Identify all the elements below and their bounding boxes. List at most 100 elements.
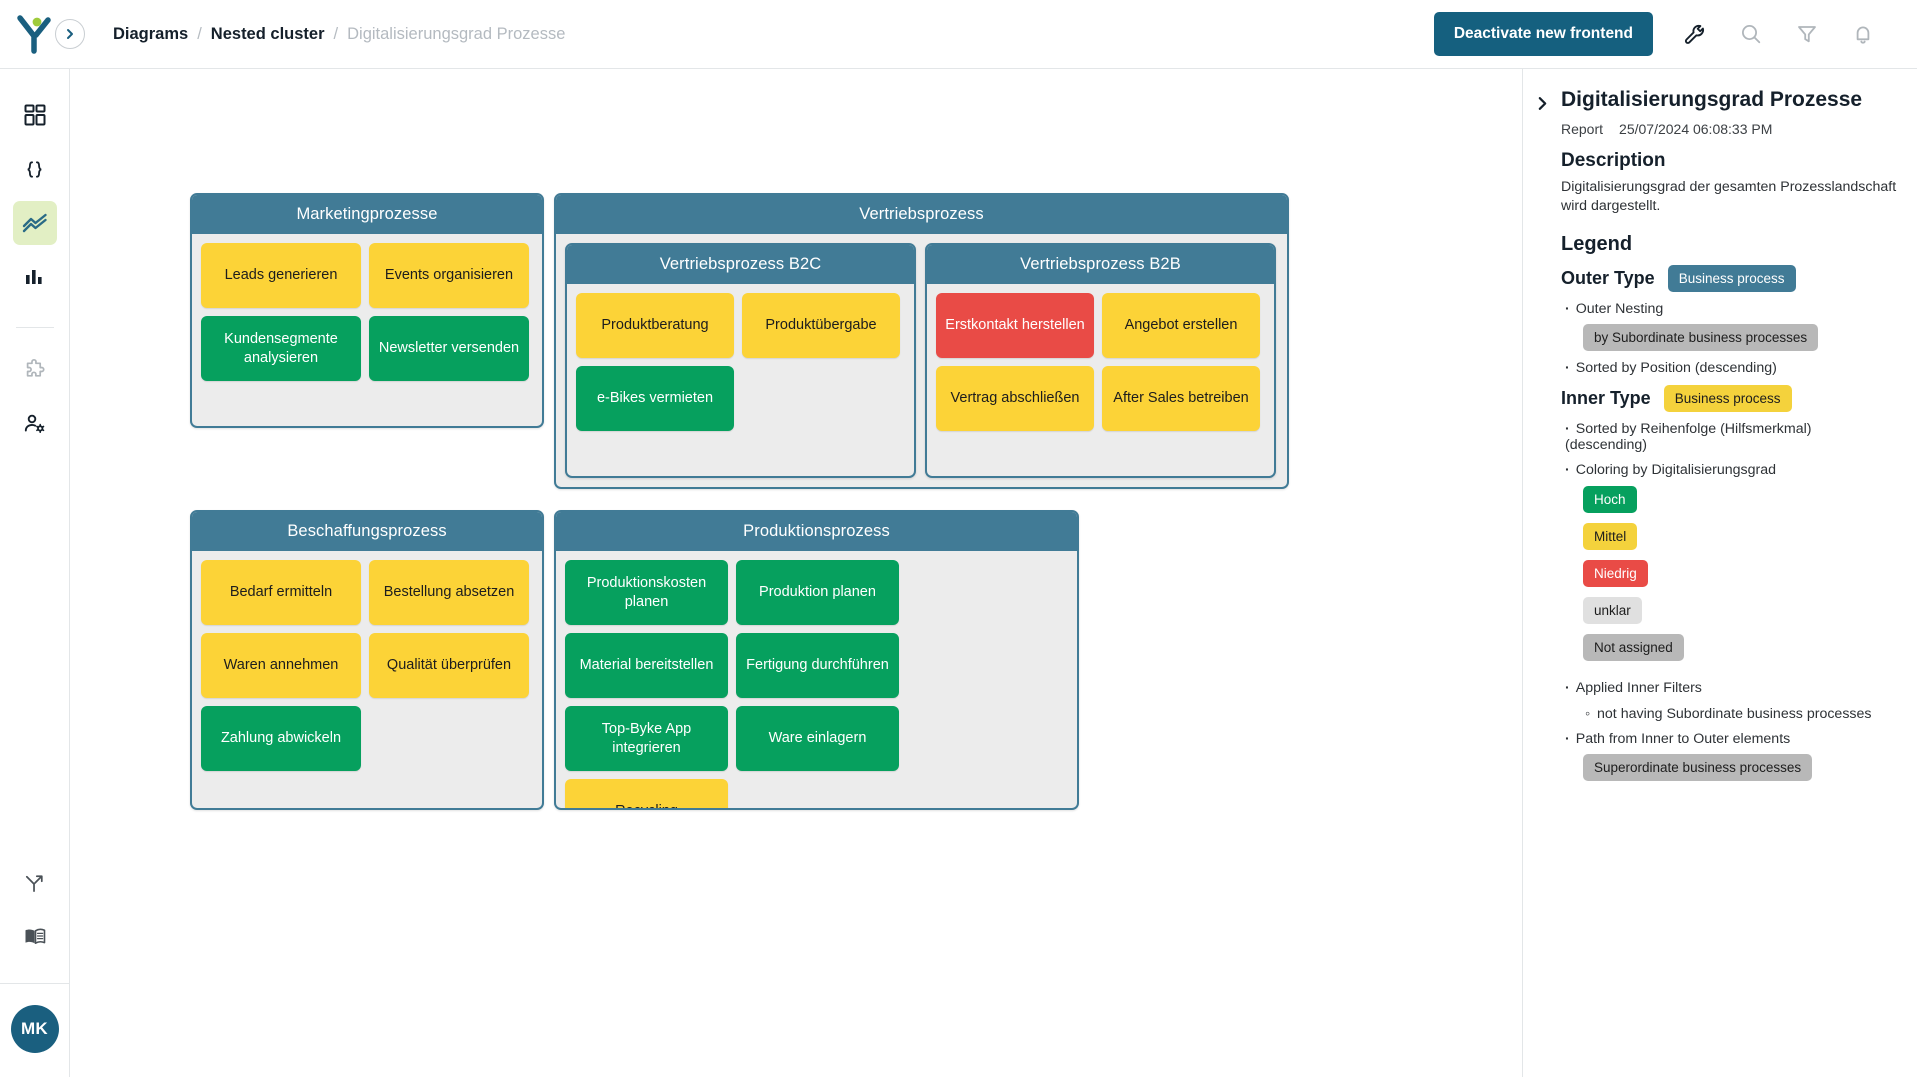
meta-type: Report xyxy=(1561,121,1604,138)
outer-nesting-chip-wrap: by Subordinate business processes xyxy=(1561,323,1897,351)
wrench-icon xyxy=(1684,24,1704,44)
path-chip-wrap: Superordinate business processes xyxy=(1561,753,1897,781)
breadcrumb-separator-1: / xyxy=(197,24,202,43)
sidebar-item-diagrams[interactable] xyxy=(12,201,57,245)
node-produktionskosten-planen[interactable]: Produktionskosten planen xyxy=(565,560,728,625)
node-leads-generieren[interactable]: Leads generieren xyxy=(201,243,361,308)
chevron-right-icon xyxy=(67,29,73,39)
outer-sorted-text: Sorted by Position (descending) xyxy=(1561,360,1897,376)
sidebar-item-docs[interactable] xyxy=(13,915,57,959)
legend-chip-unklar: unklar xyxy=(1583,596,1642,624)
node-zahlung-abwickeln[interactable]: Zahlung abwickeln xyxy=(201,706,361,771)
legend-chip-hoch: Hoch xyxy=(1583,485,1637,513)
breadcrumb-separator-2: / xyxy=(333,24,339,43)
breadcrumb-root[interactable]: Diagrams xyxy=(113,24,189,43)
bar-chart-icon xyxy=(25,270,42,284)
node-newsletter-versenden[interactable]: Newsletter versenden xyxy=(369,316,529,381)
node-waren-annehmen[interactable]: Waren annehmen xyxy=(201,633,361,698)
page-title: Digitalisierungsgrad Prozesse xyxy=(1561,88,1863,111)
bell-icon xyxy=(1856,26,1870,44)
node-ware-einlagern[interactable]: Ware einlagern xyxy=(736,706,899,771)
node-fertigung-durchfuehren[interactable]: Fertigung durchführen xyxy=(736,633,899,698)
sidebar-item-user-settings[interactable] xyxy=(13,402,57,446)
cluster-produktionsprozess[interactable]: Produktionsprozess Produktionskosten pla… xyxy=(554,510,1079,810)
logo[interactable] xyxy=(0,0,70,69)
node-top-byke-app-integrieren[interactable]: Top-Byke App integrieren xyxy=(565,706,728,771)
filter-button[interactable] xyxy=(1779,6,1835,62)
subcluster-vertriebsprozess-b2c[interactable]: Vertriebsprozess B2C Produktberatung Pro… xyxy=(565,243,916,478)
outer-nesting-chip: by Subordinate business processes xyxy=(1583,323,1819,351)
subcluster-vertriebsprozess-b2b[interactable]: Vertriebsprozess B2B Erstkontakt herstel… xyxy=(925,243,1276,478)
node-events-organisieren[interactable]: Events organisieren xyxy=(369,243,529,308)
diagram: Marketingprozesse Leads generieren Event… xyxy=(190,193,1289,810)
deactivate-new-frontend-button[interactable]: Deactivate new frontend xyxy=(1433,12,1653,56)
cluster-vertriebsprozess[interactable]: Vertriebsprozess Vertriebsprozess B2C Pr… xyxy=(554,193,1289,489)
node-after-sales-betreiben[interactable]: After Sales betreiben xyxy=(1102,366,1260,431)
search-icon xyxy=(1742,25,1761,44)
node-angebot-erstellen[interactable]: Angebot erstellen xyxy=(1102,293,1260,358)
sidebar-item-share[interactable] xyxy=(13,861,57,905)
code-braces-icon xyxy=(27,160,42,178)
chevron-right-icon xyxy=(1538,97,1546,110)
search-button[interactable] xyxy=(1723,6,1779,62)
subcluster-title: Vertriebsprozess B2C xyxy=(567,245,914,284)
branch-icon xyxy=(25,874,43,892)
sidebar-item-dashboard[interactable] xyxy=(13,93,57,137)
node-kundensegmente-analysieren[interactable]: Kundensegmente analysieren xyxy=(201,316,361,381)
node-recycling[interactable]: Recycling xyxy=(565,779,728,808)
node-erstkontakt-herstellen[interactable]: Erstkontakt herstellen xyxy=(936,293,1094,358)
panel-meta: Report 25/07/2024 06:08:33 PM xyxy=(1561,121,1897,137)
outer-type-chip: Business process xyxy=(1667,264,1796,292)
node-produktuebergabe[interactable]: Produktübergabe xyxy=(742,293,900,358)
rail-bottom-group: MK xyxy=(0,861,70,1077)
details-panel: Digitalisierungsgrad Prozesse Report 25/… xyxy=(1522,69,1917,1077)
cluster-marketingprozesse[interactable]: Marketingprozesse Leads generieren Event… xyxy=(190,193,544,428)
filter-icon xyxy=(1798,26,1816,43)
node-qualitaet-ueberpruefen[interactable]: Qualität überprüfen xyxy=(369,633,529,698)
book-icon xyxy=(25,928,45,944)
cluster-beschaffungsprozess[interactable]: Beschaffungsprozess Bedarf ermitteln Bes… xyxy=(190,510,544,810)
legend-heading: Legend xyxy=(1561,232,1633,255)
breadcrumb: Diagrams / Nested cluster / Digitalisier… xyxy=(113,25,565,44)
node-produktion-planen[interactable]: Produktion planen xyxy=(736,560,899,625)
sidebar-item-reports[interactable] xyxy=(13,255,57,299)
y-logo-icon xyxy=(17,15,51,54)
rail-bottom-divider xyxy=(0,983,70,984)
cluster-body: Produktionskosten planen Produktion plan… xyxy=(556,551,1077,808)
node-produktberatung[interactable]: Produktberatung xyxy=(576,293,734,358)
puzzle-icon xyxy=(26,358,45,377)
top-bar: Diagrams / Nested cluster / Digitalisier… xyxy=(0,0,1917,69)
diagram-canvas[interactable]: Marketingprozesse Leads generieren Event… xyxy=(70,69,1522,1077)
subcluster-body: Produktberatung Produktübergabe e-Bikes … xyxy=(567,284,914,476)
node-vertrag-abschliessen[interactable]: Vertrag abschließen xyxy=(936,366,1094,431)
wrench-button[interactable] xyxy=(1667,6,1723,62)
coloring-text: Coloring by Digitalisierungsgrad xyxy=(1561,462,1897,478)
cluster-body: Leads generieren Events organisieren Kun… xyxy=(192,234,542,426)
avatar[interactable]: MK xyxy=(10,1005,59,1053)
subcluster-title: Vertriebsprozess B2B xyxy=(927,245,1274,284)
inner-type-label: Inner Type xyxy=(1561,387,1651,408)
sidebar-item-plugins[interactable] xyxy=(13,348,57,392)
notifications-button[interactable] xyxy=(1835,6,1891,62)
applied-filters-label: Applied Inner Filters xyxy=(1561,680,1897,696)
diagram-trend-icon xyxy=(22,213,47,233)
sidebar-item-code[interactable] xyxy=(13,147,57,191)
breadcrumb-parent[interactable]: Nested cluster xyxy=(210,24,325,43)
nav-expand-button[interactable] xyxy=(55,19,85,49)
cluster-title: Produktionsprozess xyxy=(556,512,1077,551)
inner-sorted-text: Sorted by Reihenfolge (Hilfsmerkmal) (de… xyxy=(1561,421,1897,453)
panel-collapse-button[interactable] xyxy=(1523,87,1561,1077)
cluster-body: Bedarf ermitteln Bestellung absetzen War… xyxy=(192,551,542,808)
left-rail: MK xyxy=(0,69,70,1077)
breadcrumb-current: Digitalisierungsgrad Prozesse xyxy=(347,24,566,43)
toolbar: Deactivate new frontend xyxy=(1433,6,1917,62)
cluster-title: Vertriebsprozess xyxy=(556,195,1287,234)
node-e-bikes-vermieten[interactable]: e-Bikes vermieten xyxy=(576,366,734,431)
body: MK Marketingprozesse Leads generieren Ev… xyxy=(0,69,1917,1077)
node-bestellung-absetzen[interactable]: Bestellung absetzen xyxy=(369,560,529,625)
node-material-bereitstellen[interactable]: Material bereitstellen xyxy=(565,633,728,698)
dashboard-icon xyxy=(24,104,45,126)
cluster-body: Vertriebsprozess B2C Produktberatung Pro… xyxy=(556,234,1287,487)
node-bedarf-ermitteln[interactable]: Bedarf ermitteln xyxy=(201,560,361,625)
